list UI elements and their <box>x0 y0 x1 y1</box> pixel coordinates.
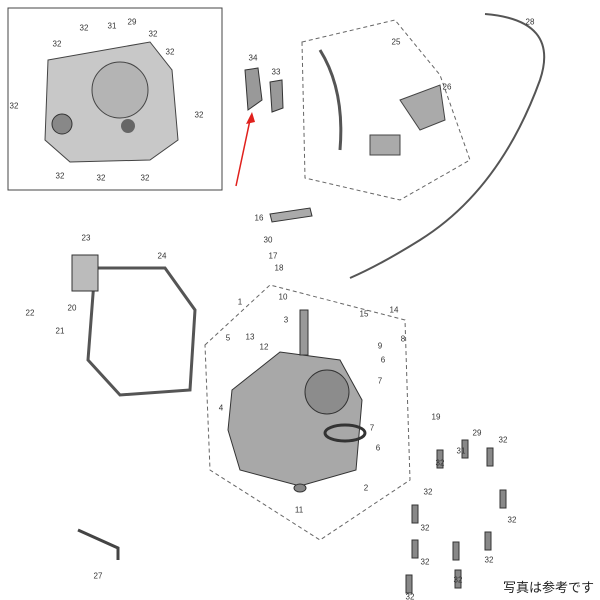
caption: 写真は参考です <box>502 581 594 596</box>
part-label: 32 <box>507 515 517 525</box>
part-label: 27 <box>93 571 103 581</box>
inset-label: 32 <box>148 29 158 39</box>
cover-group-box <box>204 284 411 541</box>
inset-label: 32 <box>165 47 175 57</box>
part-label: 7 <box>369 423 375 433</box>
part-label: 5 <box>225 333 231 343</box>
inset-label: 32 <box>55 171 65 181</box>
part-label: 34 <box>248 53 258 63</box>
inset-label: 29 <box>127 17 137 27</box>
part-label: 16 <box>254 213 264 223</box>
inset-label: 32 <box>140 173 150 183</box>
part-label: 9 <box>377 341 383 351</box>
part-label: 2 <box>363 483 369 493</box>
part-label: 11 <box>294 505 304 515</box>
gasket <box>86 266 197 397</box>
part-label: 25 <box>391 37 401 47</box>
part-label: 19 <box>431 412 441 422</box>
part-label: 20 <box>67 303 77 313</box>
bolts <box>405 439 507 594</box>
inset-label: 32 <box>9 101 19 111</box>
part-label: 15 <box>359 309 369 319</box>
inset-label: 32 <box>194 110 204 120</box>
inset-label: 32 <box>96 173 106 183</box>
part-label: 14 <box>389 305 399 315</box>
part-label: 30 <box>263 235 273 245</box>
part-label: 21 <box>55 326 65 336</box>
part-label: 1 <box>237 297 243 307</box>
part-label: 4 <box>218 403 224 413</box>
part-label: 7 <box>377 376 383 386</box>
part-label: 10 <box>278 292 288 302</box>
part-label: 22 <box>25 308 35 318</box>
part-label: 6 <box>375 443 381 453</box>
part-label: 24 <box>157 251 167 261</box>
part-label: 32 <box>423 487 433 497</box>
clutch-cable <box>349 13 546 279</box>
part-label: 32 <box>435 458 445 468</box>
part-label: 32 <box>420 523 430 533</box>
part-label: 32 <box>498 435 508 445</box>
part-label: 6 <box>380 355 386 365</box>
inset-label: 32 <box>79 23 89 33</box>
part-label: 32 <box>484 555 494 565</box>
inset-label: 31 <box>107 21 117 31</box>
part-label: 33 <box>271 67 281 77</box>
part-label: 18 <box>274 263 284 273</box>
lever-group-box <box>301 19 471 201</box>
part-label: 28 <box>525 17 535 27</box>
red-arrow <box>235 119 251 187</box>
part-label: 32 <box>420 557 430 567</box>
part-label: 31 <box>456 446 466 456</box>
part-label: 3 <box>283 315 289 325</box>
part-label: 26 <box>442 82 452 92</box>
part-label: 13 <box>245 332 255 342</box>
inset-label: 32 <box>52 39 62 49</box>
part-label: 23 <box>81 233 91 243</box>
part-label: 8 <box>400 334 406 344</box>
part-label: 29 <box>472 428 482 438</box>
part-label: 12 <box>259 342 269 352</box>
part-label: 32 <box>453 575 463 585</box>
part-label: 17 <box>268 251 278 261</box>
hex-key <box>77 528 120 560</box>
part-label: 32 <box>405 592 415 600</box>
inset-frame <box>7 7 223 191</box>
clutch-cover <box>227 351 363 487</box>
